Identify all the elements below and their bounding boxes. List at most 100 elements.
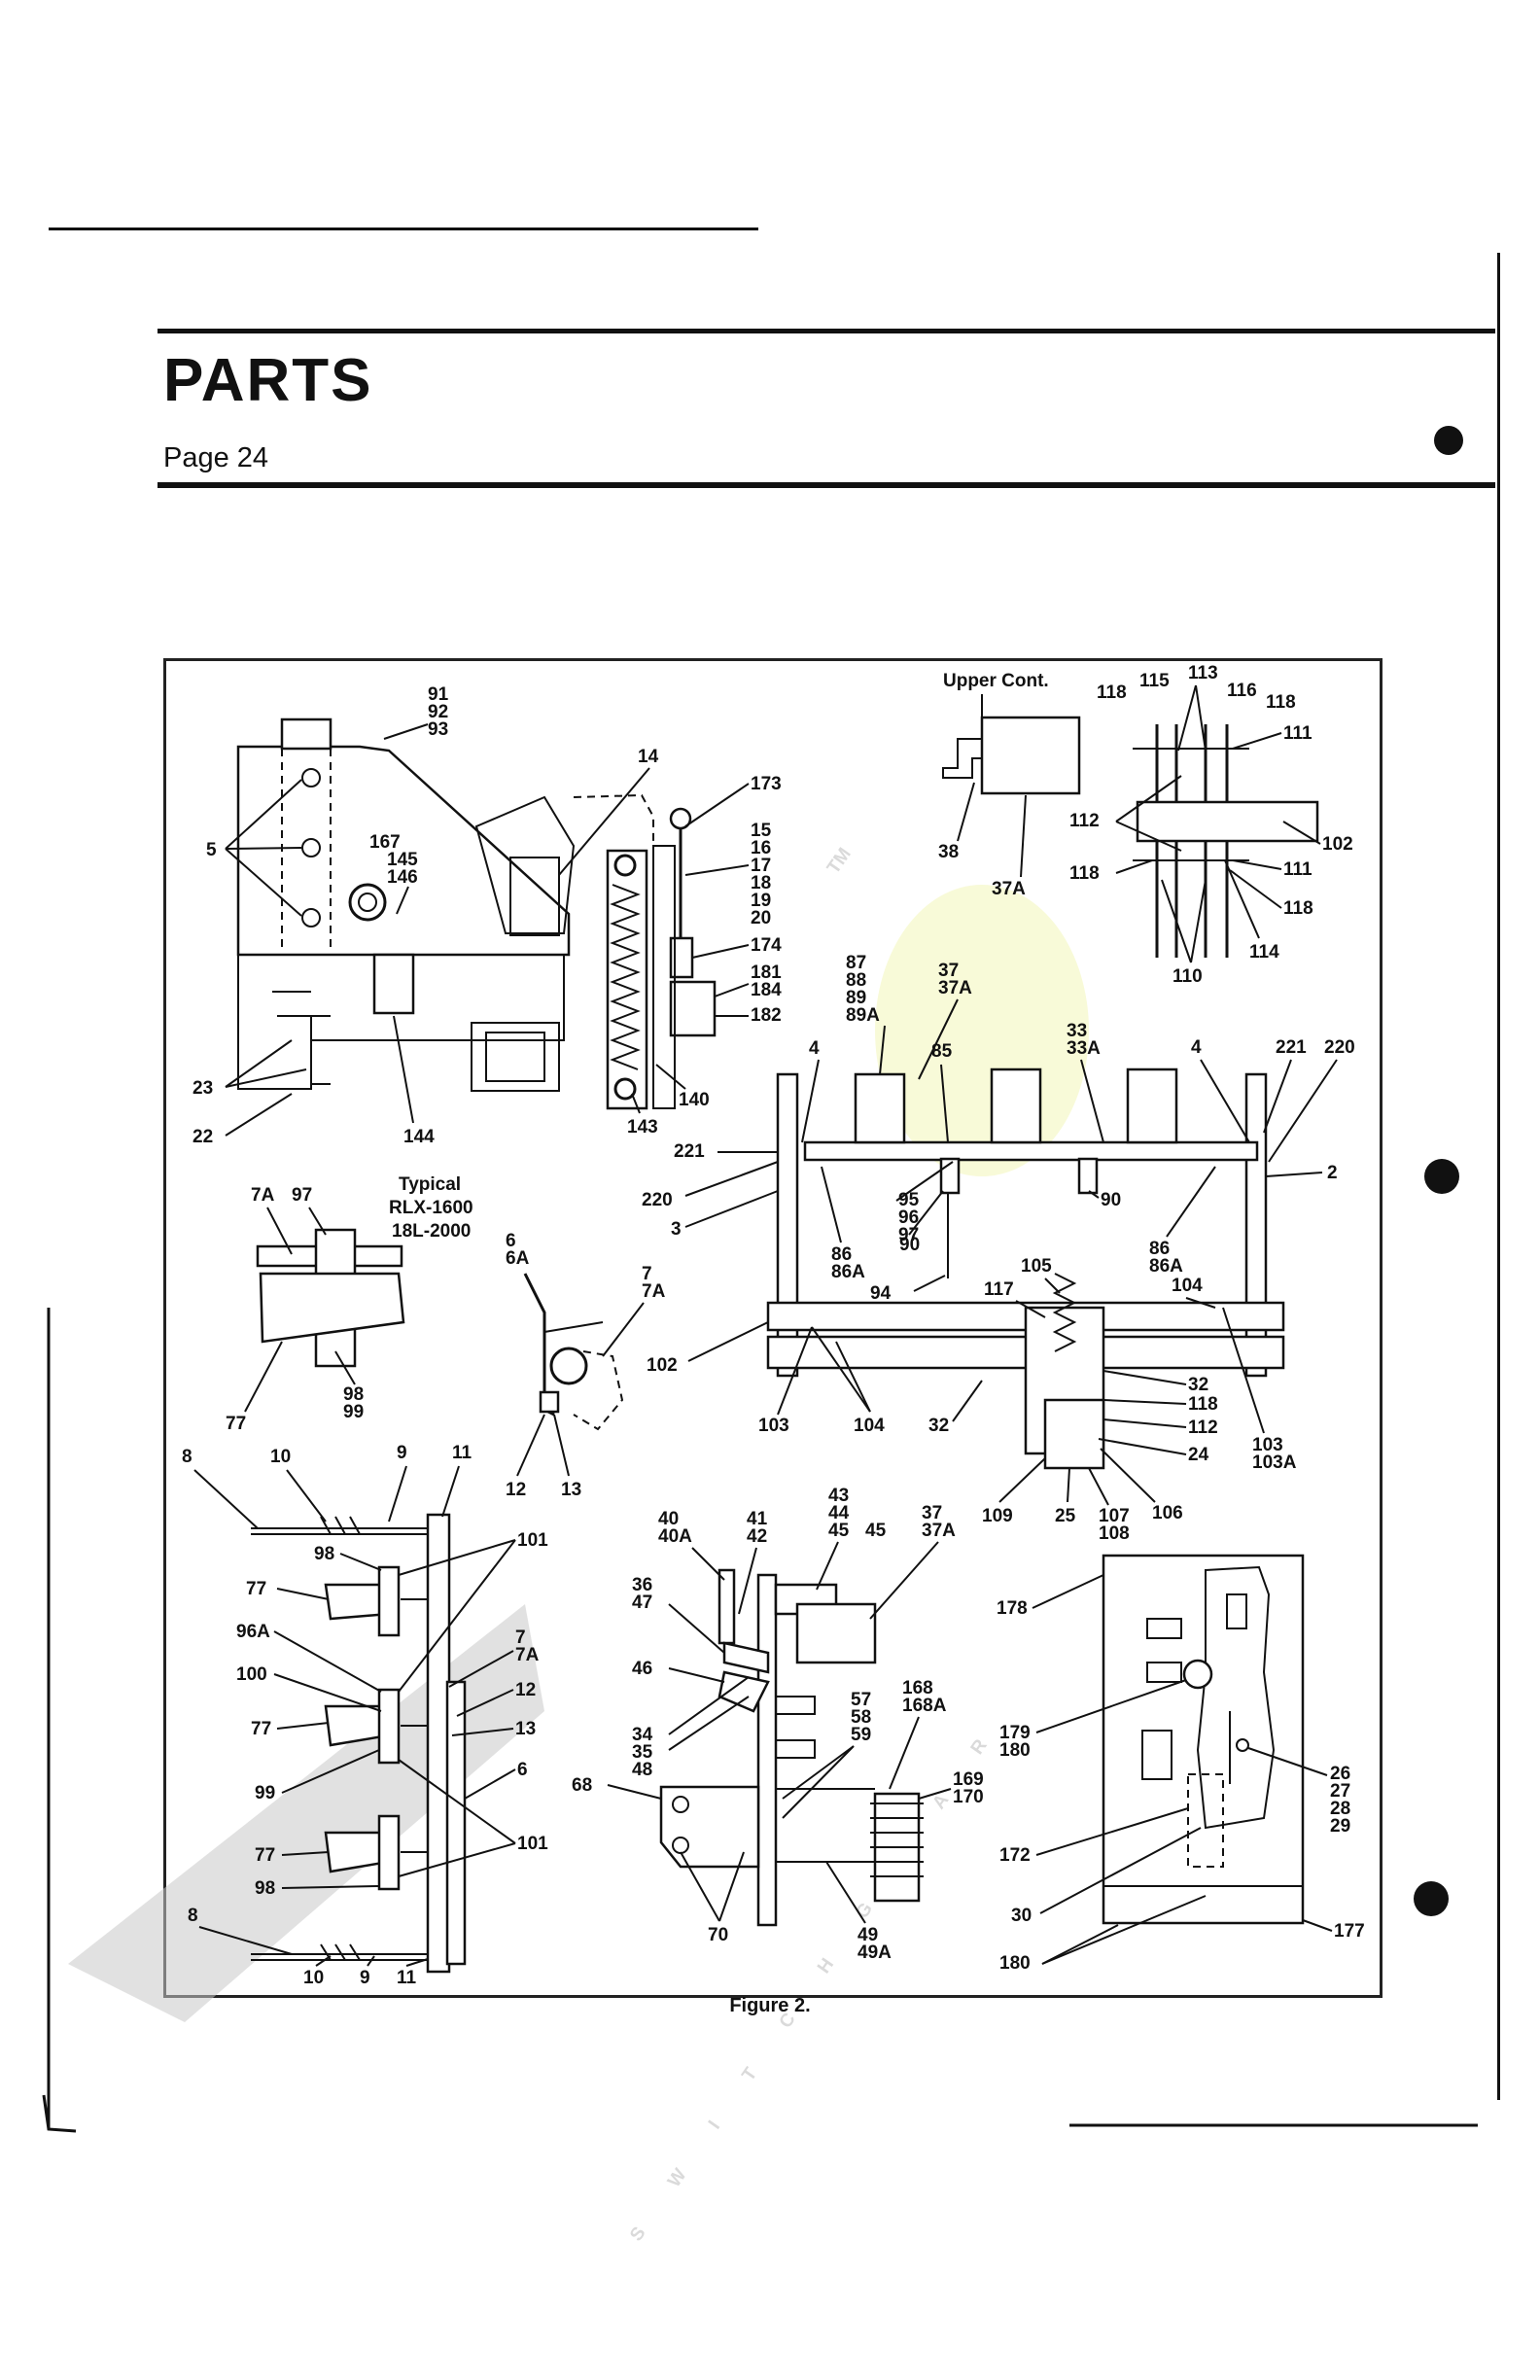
callout-z37b: 103A xyxy=(1252,1452,1297,1473)
callout-w2a: 179 xyxy=(999,1723,1031,1743)
callout-k: 22 xyxy=(192,1127,213,1147)
callout-x3d: 45 xyxy=(865,1521,887,1541)
callout-j: 23 xyxy=(192,1078,213,1099)
callout-z25a: 6 xyxy=(506,1231,516,1251)
callout-n: 140 xyxy=(679,1090,710,1110)
typical-detail: Typical RLX-1600 18L-2000 7A 97 98 99 77 xyxy=(226,1174,473,1434)
callout-x7c: 48 xyxy=(632,1760,652,1780)
callout-z13b: 96 xyxy=(898,1208,919,1228)
callout-w1: 178 xyxy=(997,1598,1028,1619)
callout-x1b: 40A xyxy=(658,1526,692,1547)
callout-w6: 177 xyxy=(1334,1921,1365,1942)
callout-y13: 13 xyxy=(515,1719,536,1739)
cabinet-detail xyxy=(1102,1554,1305,1925)
callout-s: 112 xyxy=(1069,811,1100,831)
callout-p: 37A xyxy=(992,879,1026,899)
callout-a2: 92 xyxy=(428,702,448,722)
callout-x13a: 49 xyxy=(858,1925,878,1945)
callout-t: 102 xyxy=(1322,834,1353,855)
callout-z17b: 86A xyxy=(1149,1256,1183,1277)
callout-z5a: 33 xyxy=(1067,1021,1087,1041)
spring-assembly xyxy=(606,807,717,1110)
callout-c2: 145 xyxy=(387,850,418,870)
callout-z40b: 108 xyxy=(1099,1523,1130,1544)
callout-y5: 98 xyxy=(314,1544,334,1564)
callout-z17a: 86 xyxy=(1149,1239,1170,1259)
callout-x9b: 168A xyxy=(902,1696,947,1716)
callout-z1c: 89 xyxy=(846,988,866,1008)
interlock-assembly xyxy=(659,1568,924,1927)
callout-u: 118 xyxy=(1069,863,1100,884)
callout-z22a: 7A xyxy=(251,1185,275,1206)
shutter-assembly xyxy=(251,1513,467,1974)
callout-f5: 19 xyxy=(751,891,771,911)
callout-q1: 118 xyxy=(1097,682,1127,703)
callout-f4: 18 xyxy=(751,873,771,893)
callout-z31: 104 xyxy=(854,1416,885,1436)
callout-x12: 70 xyxy=(708,1925,728,1945)
callout-z26b: 7A xyxy=(642,1281,666,1302)
callout-w5: 30 xyxy=(1011,1906,1032,1926)
header-bottom-rule xyxy=(158,482,1495,488)
callouts-center: 87 88 89 89A 37 37A 4 85 33 33A 4 221 22… xyxy=(642,953,1355,1544)
callout-y7: 77 xyxy=(246,1579,266,1599)
callout-x3b: 44 xyxy=(828,1503,850,1523)
callout-z23b: 99 xyxy=(343,1402,364,1422)
callout-x8b: 58 xyxy=(851,1707,871,1728)
callout-x4a: 37 xyxy=(922,1503,942,1523)
callout-x7a: 34 xyxy=(632,1725,653,1745)
callout-z24: 77 xyxy=(226,1414,246,1434)
callout-g: 174 xyxy=(751,935,782,956)
callout-z37a: 103 xyxy=(1252,1435,1283,1455)
callout-x2a: 41 xyxy=(747,1509,768,1529)
callout-x10: 68 xyxy=(572,1775,592,1796)
callout-x3a: 43 xyxy=(828,1486,849,1506)
callout-y15: 99 xyxy=(255,1783,275,1803)
callout-z16b: 86A xyxy=(831,1262,865,1282)
callout-w3b: 27 xyxy=(1330,1781,1350,1802)
figure-frame xyxy=(163,658,1382,1998)
callout-y3: 9 xyxy=(397,1443,407,1463)
upper-cont-label: Upper Cont. xyxy=(943,671,1049,691)
callout-y: 110 xyxy=(1172,966,1203,987)
callout-y10: 100 xyxy=(236,1664,267,1685)
callout-x8c: 59 xyxy=(851,1725,871,1745)
callout-b: 5 xyxy=(206,840,217,860)
typical-line-2: RLX-1600 xyxy=(389,1198,473,1218)
right-edge-rule xyxy=(1497,253,1500,2100)
callout-y12: 77 xyxy=(251,1719,271,1739)
upper-contact-detail: Upper Cont. 38 37A xyxy=(938,671,1081,899)
callout-x8a: 57 xyxy=(851,1690,871,1710)
callout-z4: 85 xyxy=(931,1041,953,1062)
callout-d: 14 xyxy=(638,747,659,767)
figure-caption: Figure 2. xyxy=(729,1995,811,2016)
callout-y9a: 7 xyxy=(515,1628,526,1648)
callout-f6: 20 xyxy=(751,908,771,928)
operating-mechanism xyxy=(236,718,654,1092)
callout-x13b: 49A xyxy=(858,1942,892,1963)
callout-y6: 101 xyxy=(517,1530,548,1551)
callout-r: 111 xyxy=(1283,723,1312,744)
callout-f3: 17 xyxy=(751,856,771,876)
callout-i: 182 xyxy=(751,1005,782,1026)
callout-z41: 106 xyxy=(1152,1503,1183,1523)
callout-z12: 3 xyxy=(671,1219,682,1240)
callout-x3c: 45 xyxy=(828,1521,850,1541)
callout-z15: 90 xyxy=(1101,1190,1121,1210)
callout-x5b: 47 xyxy=(632,1592,652,1613)
contact-fingers-detail: 118 115 113 116 118 111 112 102 118 111 … xyxy=(1069,663,1353,987)
page-number: Page 24 xyxy=(163,442,269,473)
callout-z1a: 87 xyxy=(846,953,866,973)
callout-x6: 46 xyxy=(632,1659,652,1679)
callout-e: 173 xyxy=(751,774,782,794)
callout-y14: 6 xyxy=(517,1760,528,1780)
callout-w3d: 29 xyxy=(1330,1816,1350,1837)
callout-z19: 105 xyxy=(1021,1256,1052,1277)
typical-line-1: Typical xyxy=(399,1174,461,1195)
callout-z27: 102 xyxy=(647,1355,678,1376)
callout-z7: 221 xyxy=(1276,1037,1307,1058)
callout-z20: 117 xyxy=(984,1279,1014,1300)
callout-x1a: 40 xyxy=(658,1509,679,1529)
callout-x9a: 168 xyxy=(902,1678,933,1698)
